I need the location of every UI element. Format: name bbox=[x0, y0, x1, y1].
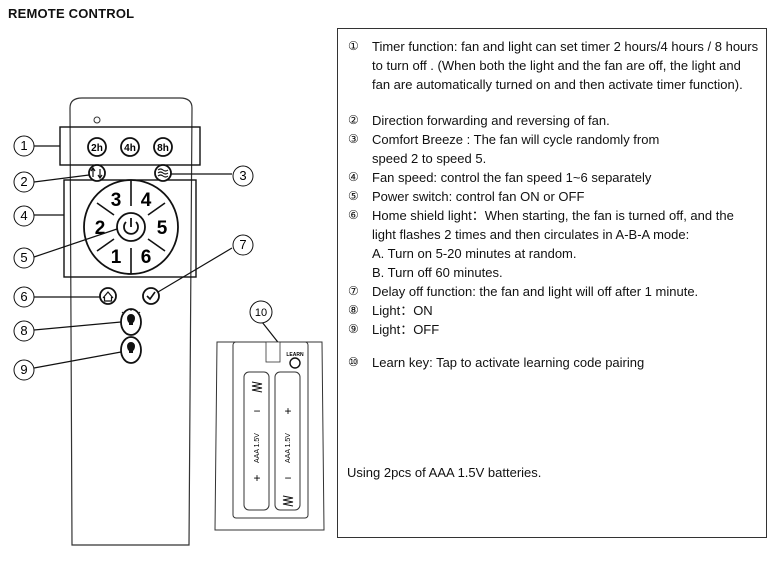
description-mode-b: B. Turn off 60 minutes. bbox=[348, 263, 760, 282]
speed-key-4[interactable]: 4 bbox=[141, 190, 152, 211]
bulb-off-icon bbox=[127, 342, 135, 353]
timer-button-8h[interactable]: 8h bbox=[153, 137, 173, 157]
description-number: ⑩ bbox=[348, 355, 359, 369]
home-icon bbox=[102, 291, 114, 302]
description-text: A. Turn on 5-20 minutes at random. bbox=[372, 246, 577, 261]
power-icon bbox=[123, 221, 139, 235]
description-learn-key: ⑩ Learn key: Tap to activate learning co… bbox=[348, 353, 760, 372]
callout-2: 2 bbox=[20, 174, 27, 189]
battery-1-label: AAA 1.5V bbox=[254, 433, 261, 463]
description-power: ⑤ Power switch: control fan ON or OFF bbox=[348, 187, 760, 206]
timer-label-2h: 2h bbox=[91, 143, 103, 154]
description-text: Timer function: fan and light can set ti… bbox=[372, 39, 759, 92]
description-text: Direction forwarding and reversing of fa… bbox=[372, 113, 610, 128]
description-text: Comfort Breeze : The fan will cycle rand… bbox=[372, 132, 660, 166]
delay-check-icon bbox=[146, 291, 156, 301]
learn-label: LEARN bbox=[286, 352, 304, 358]
description-home-shield: ⑥ Home shield light：When starting, the f… bbox=[348, 206, 760, 244]
battery-1 bbox=[243, 371, 270, 511]
remote-illustration: 2h 4h 8h 3 4 2 5 1 6 bbox=[13, 97, 325, 546]
speed-key-1[interactable]: 1 bbox=[111, 247, 122, 268]
timer-label-4h: 4h bbox=[124, 143, 136, 154]
description-number: ⑥ bbox=[348, 208, 359, 222]
description-text: Power switch: control fan ON or OFF bbox=[372, 189, 585, 204]
learn-button[interactable] bbox=[289, 357, 301, 369]
description-direction: ② Direction forwarding and reversing of … bbox=[348, 111, 760, 130]
description-number: ④ bbox=[348, 170, 359, 184]
description-light-on: ⑧ Light：ON bbox=[348, 301, 760, 320]
delay-off-button[interactable] bbox=[142, 287, 160, 305]
description-text: Home shield light：When starting, the fan… bbox=[372, 208, 734, 242]
description-text: Fan speed: control the fan speed 1~6 sep… bbox=[372, 170, 652, 185]
battery-2-plus: + bbox=[284, 404, 291, 418]
battery-2-minus: − bbox=[284, 471, 291, 485]
description-fan-speed: ④ Fan speed: control the fan speed 1~6 s… bbox=[348, 168, 760, 187]
description-timer: ① Timer function: fan and light can set … bbox=[348, 37, 760, 94]
home-shield-button[interactable] bbox=[99, 287, 117, 305]
callout-3: 3 bbox=[239, 168, 246, 183]
light-on-button[interactable] bbox=[120, 308, 142, 336]
description-number: ② bbox=[348, 113, 359, 127]
callout-1: 1 bbox=[20, 138, 27, 153]
description-text: Light：OFF bbox=[372, 322, 440, 337]
description-delay-off: ⑦ Delay off function: the fan and light … bbox=[348, 282, 760, 301]
callout-10: 10 bbox=[255, 307, 267, 319]
power-button[interactable] bbox=[116, 212, 146, 242]
description-text: Light：ON bbox=[372, 303, 433, 318]
speed-key-6[interactable]: 6 bbox=[141, 247, 152, 268]
description-mode-a: A. Turn on 5-20 minutes at random. bbox=[348, 244, 760, 263]
description-light-off: ⑨ Light：OFF bbox=[348, 320, 760, 339]
breeze-wave-icon bbox=[157, 168, 169, 178]
direction-button[interactable] bbox=[88, 164, 106, 182]
timer-button-2h[interactable]: 2h bbox=[87, 137, 107, 157]
description-text: B. Turn off 60 minutes. bbox=[372, 265, 503, 280]
battery-2-label: AAA 1.5V bbox=[285, 433, 292, 463]
description-number: ⑦ bbox=[348, 284, 359, 298]
speed-key-5[interactable]: 5 bbox=[157, 218, 168, 239]
description-breeze: ③ Comfort Breeze : The fan will cycle ra… bbox=[348, 130, 760, 168]
callout-7: 7 bbox=[239, 237, 246, 252]
battery-1-plus: + bbox=[253, 471, 260, 485]
remote-back-view: LEARN AAA 1.5V − + AAA 1.5V + − bbox=[214, 341, 325, 531]
callout-8: 8 bbox=[20, 323, 27, 338]
description-number: ③ bbox=[348, 132, 359, 146]
reverse-arrows-icon bbox=[90, 166, 103, 180]
page-title: REMOTE CONTROL bbox=[8, 6, 135, 21]
breeze-button[interactable] bbox=[154, 164, 172, 182]
light-off-button[interactable] bbox=[120, 336, 142, 364]
ir-led-icon bbox=[93, 116, 101, 124]
speed-key-2[interactable]: 2 bbox=[95, 218, 106, 239]
callout-6: 6 bbox=[20, 289, 27, 304]
timer-button-4h[interactable]: 4h bbox=[120, 137, 140, 157]
description-text: Delay off function: the fan and light wi… bbox=[372, 284, 699, 299]
description-number: ⑧ bbox=[348, 303, 359, 317]
callout-9: 9 bbox=[20, 362, 27, 377]
speed-key-3[interactable]: 3 bbox=[111, 190, 122, 211]
callout-4: 4 bbox=[20, 208, 27, 223]
callout-5: 5 bbox=[20, 250, 27, 265]
battery-note: Using 2pcs of AAA 1.5V batteries. bbox=[347, 465, 542, 480]
timer-label-8h: 8h bbox=[157, 143, 169, 154]
battery-2 bbox=[274, 371, 301, 511]
description-number: ① bbox=[348, 39, 359, 53]
description-number: ⑤ bbox=[348, 189, 359, 203]
description-number: ⑨ bbox=[348, 322, 359, 336]
description-panel: ① Timer function: fan and light can set … bbox=[337, 28, 767, 538]
bulb-on-icon bbox=[127, 314, 135, 325]
battery-1-minus: − bbox=[253, 404, 260, 418]
description-text: Learn key: Tap to activate learning code… bbox=[372, 355, 645, 370]
